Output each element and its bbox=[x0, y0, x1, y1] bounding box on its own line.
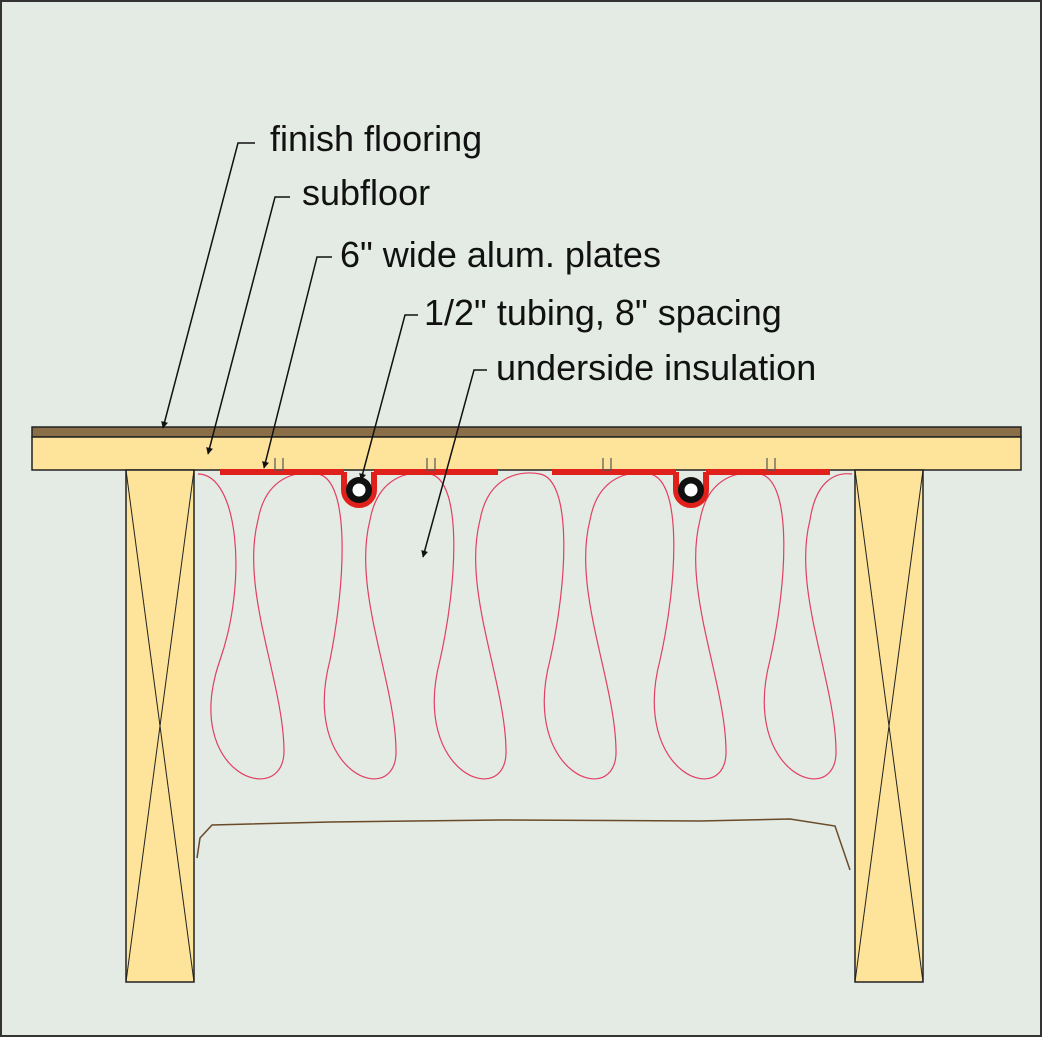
leader-lines bbox=[161, 142, 487, 558]
plate-fasteners bbox=[274, 458, 776, 471]
right-joist bbox=[854, 469, 924, 983]
label-subfloor: subfloor bbox=[302, 172, 430, 213]
leader-tubing bbox=[359, 314, 418, 481]
subfloor-layer bbox=[31, 436, 1022, 471]
leader-alum-plates bbox=[262, 256, 332, 469]
label-finish-flooring: finish flooring bbox=[270, 118, 482, 159]
tubing-left bbox=[341, 472, 377, 508]
insulation-underside-line bbox=[196, 818, 851, 871]
finish-flooring-layer bbox=[31, 426, 1022, 438]
label-tubing: 1/2" tubing, 8" spacing bbox=[424, 292, 782, 333]
label-insulation: underside insulation bbox=[496, 347, 816, 388]
leader-finish-flooring bbox=[161, 142, 255, 429]
left-joist bbox=[125, 469, 195, 983]
label-alum-plates: 6" wide alum. plates bbox=[340, 234, 661, 275]
tubing-right bbox=[673, 472, 709, 508]
leader-insulation bbox=[421, 369, 487, 558]
leader-subfloor bbox=[206, 196, 290, 455]
